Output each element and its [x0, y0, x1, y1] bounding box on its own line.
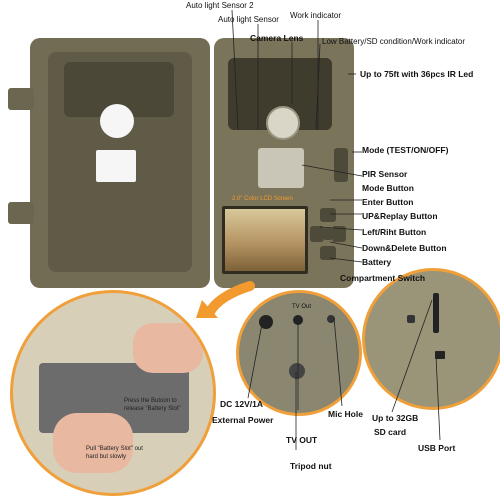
label-pull-slot-1: Pull "Battery Slot" out: [86, 446, 143, 452]
label-mode: Mode (TEST/ON/OFF): [362, 145, 449, 155]
label-dc-power-2: External Power: [212, 415, 274, 425]
hand-top: [133, 323, 203, 373]
label-up-replay: UP&Replay Button: [362, 211, 438, 221]
right-button[interactable]: [332, 226, 346, 242]
strap-top: [8, 88, 34, 110]
label-tripod-nut: Tripod nut: [290, 461, 332, 471]
label-camera-lens: Camera Lens: [250, 33, 304, 43]
inset-battery-circle: [10, 290, 216, 496]
left-button[interactable]: [310, 226, 324, 242]
usb-port[interactable]: [435, 351, 445, 359]
label-low-battery: Low Battery/SD condition/Work indicator: [322, 37, 466, 46]
enter-button[interactable]: [324, 228, 332, 240]
lock-icon: [407, 315, 415, 323]
label-tv-out: TV OUT: [286, 435, 318, 445]
tripod-nut: [289, 363, 305, 379]
label-mode-button: Mode Button: [362, 183, 414, 193]
tv-icon: TV Out: [292, 304, 312, 310]
label-ir-led: Up to 75ft with 36pcs IR Led: [360, 69, 474, 79]
strap-bottom: [8, 202, 34, 224]
camera-body: [214, 38, 354, 288]
label-usb-port: USB Port: [418, 443, 456, 453]
lcd-screen: [222, 206, 308, 274]
lcd-image: [225, 209, 305, 271]
button-pad: [310, 208, 346, 268]
back-cover: [30, 38, 210, 288]
label-sd-card-2: SD card: [374, 427, 407, 437]
label-dc-power-1: DC 12V/1A: [220, 399, 263, 409]
label-press-button-1: Press the Butoon to: [124, 398, 177, 404]
label-press-button-2: release "Battery Slot": [124, 406, 181, 412]
label-work-indicator: Work indicator: [290, 11, 341, 20]
label-left-right: Left/Riht Button: [362, 227, 427, 237]
label-auto-light-sensor-2: Auto light Sensor 2: [186, 1, 254, 10]
label-battery: Battery: [362, 257, 392, 267]
label-auto-light-sensor: Auto light Sensor: [218, 15, 279, 24]
mic-hole: [327, 315, 335, 323]
up-replay-button[interactable]: [320, 208, 336, 222]
tv-out-jack[interactable]: [293, 315, 303, 325]
label-compartment-switch: Compartment Switch: [340, 273, 426, 283]
label-down-delete: Down&Delete Button: [362, 243, 447, 253]
label-pull-slot-2: hard but slowly: [86, 454, 127, 460]
label-mic-hole: Mic Hole: [328, 409, 363, 419]
label-enter-button: Enter Button: [362, 197, 414, 207]
label-pir-sensor: PIR Sensor: [362, 169, 408, 179]
down-delete-button[interactable]: [320, 246, 336, 260]
mode-switch[interactable]: [334, 148, 348, 182]
back-cover-rect: [96, 150, 136, 182]
label-sd-card-1: Up to 32GB: [372, 413, 419, 423]
hand-bottom: [53, 413, 133, 473]
dc-jack[interactable]: [259, 315, 273, 329]
label-lcd-screen: 2.0" Color LCD Screen: [232, 196, 293, 202]
inset-sd-circle: [362, 268, 500, 410]
pir-sensor: [258, 148, 304, 188]
back-cover-circle: [100, 104, 134, 138]
sd-slot[interactable]: [433, 293, 439, 333]
camera-lens: [266, 106, 300, 140]
